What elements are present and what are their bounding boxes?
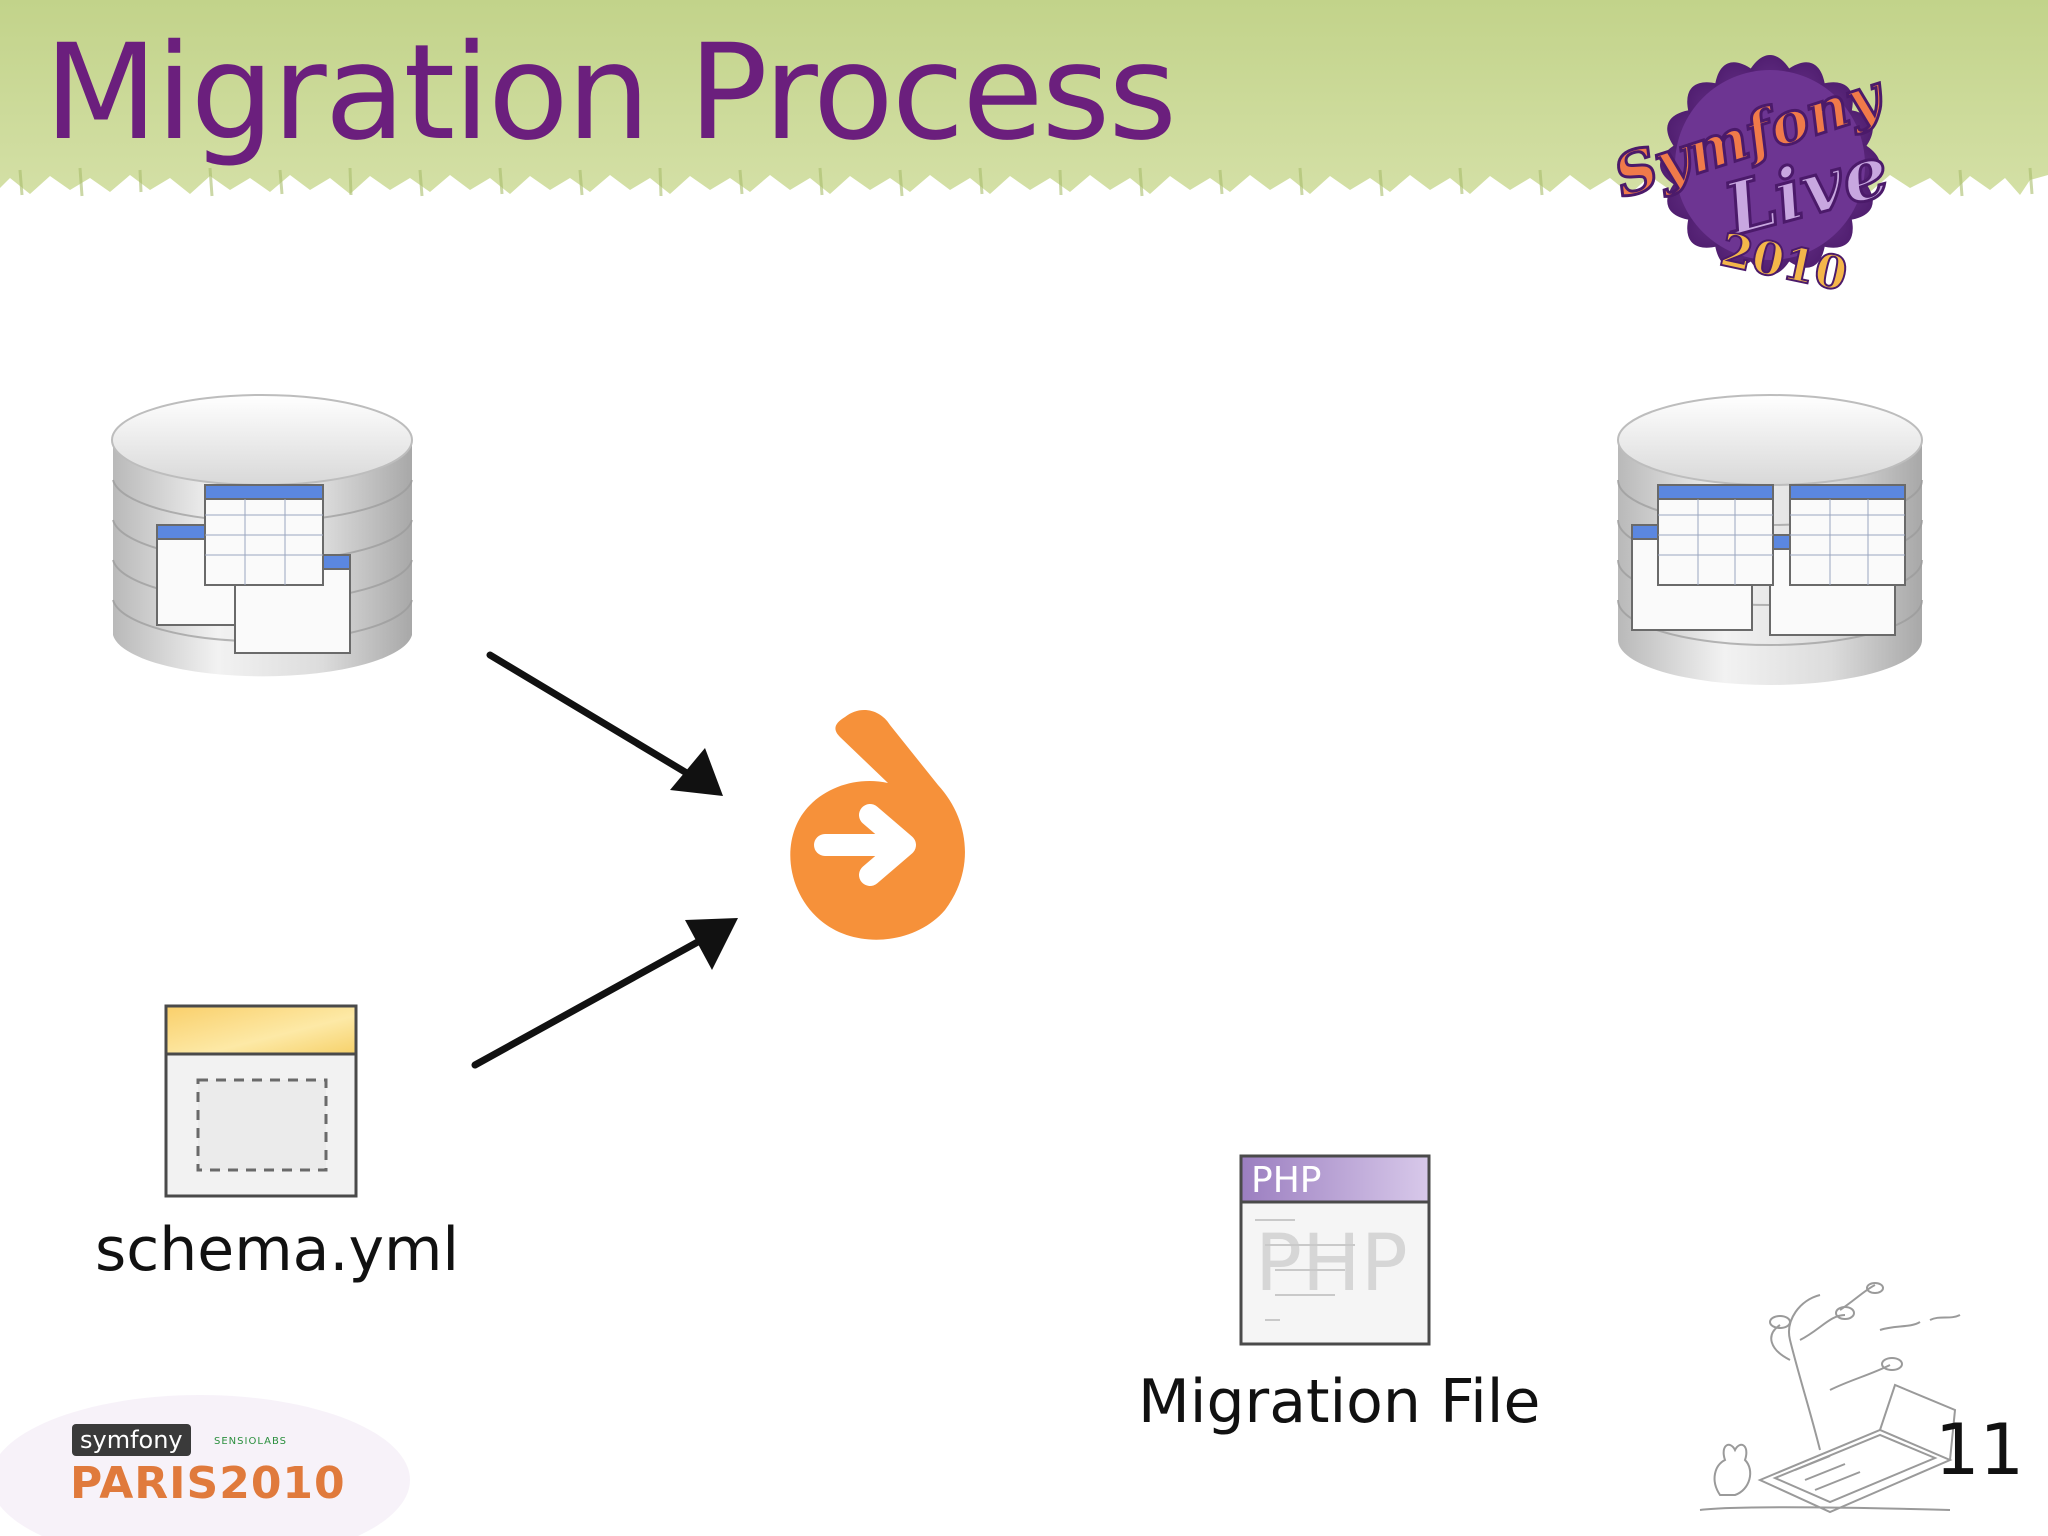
header-band: [0, 0, 2048, 197]
symfony-live-logo-icon: Symfony Live 2010: [1604, 55, 1899, 303]
arrow-from-schema: [471, 918, 738, 1069]
doodle-illustration-icon: [1699, 1282, 1961, 1514]
php-file-icon: PHP PHP: [1239, 1154, 1431, 1346]
migration-file-label: Migration File: [1138, 1367, 1541, 1437]
yaml-file-icon: [164, 1004, 358, 1198]
target-database-icon: [1617, 394, 1923, 685]
doctrine-logo-icon: [790, 710, 965, 940]
php-icon-text: PHP: [1251, 1160, 1322, 1201]
arrow-from-database: [486, 651, 723, 796]
footer-event: PARIS2010: [70, 1458, 346, 1509]
footer-partner: SENSIOLABS: [214, 1436, 287, 1447]
logo-line3: 2010: [1716, 222, 1852, 301]
page-number: 11: [1935, 1409, 2025, 1491]
arrows: [471, 651, 738, 1069]
source-database-icon: [111, 394, 413, 677]
footer-brand: symfony: [72, 1424, 191, 1456]
slide-title: Migration Process: [44, 16, 1177, 170]
schema-file-label: schema.yml: [95, 1215, 460, 1285]
